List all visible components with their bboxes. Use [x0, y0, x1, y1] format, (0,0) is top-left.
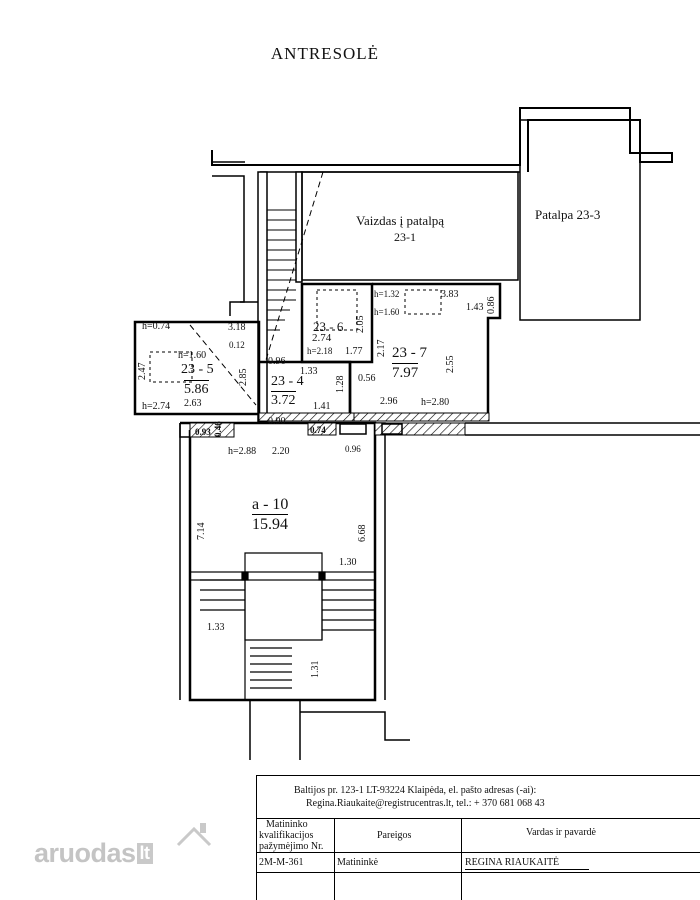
dimension-label: 2.05 — [355, 315, 366, 334]
dimension-label: 1.41 — [313, 401, 331, 412]
room-23-7-area: 7.97 — [392, 363, 419, 381]
dimension-label: 2.63 — [184, 398, 202, 409]
position-header: Pareigos — [377, 830, 412, 841]
dimension-label: 1.33 — [207, 622, 225, 633]
dimension-label: 0.90 — [268, 416, 286, 427]
cert-number: 2M-M-361 — [259, 857, 304, 868]
room-23-5-id: 23 - 5 — [181, 362, 214, 377]
dimension-label: 1.77 — [345, 346, 363, 357]
plan-title: ANTRESOLĖ — [270, 44, 380, 63]
dimension-label: 0.74 — [310, 425, 326, 435]
room-23-5-area: 5.86 — [184, 380, 209, 397]
dimension-label: h=2.74 — [142, 401, 171, 412]
watermark-house-icon — [176, 823, 212, 847]
dimension-label: h=2.18 — [307, 346, 333, 356]
dimension-label: h=1.32 — [374, 289, 400, 299]
dimension-label: h=1.60 — [178, 350, 207, 361]
dimension-label: 0.46 — [213, 421, 223, 437]
dimension-label: h=2.88 — [228, 446, 257, 457]
name-header: Vardas ir pavardė — [526, 827, 596, 838]
dimension-label: 3.83 — [441, 289, 459, 300]
dimension-label: 0.96 — [268, 356, 286, 367]
surveyor-name: REGINA RIAUKAITĖ — [465, 857, 590, 870]
dimension-label: 2.55 — [445, 355, 456, 374]
room-23-4-id: 23 - 4 — [271, 374, 304, 389]
room-23-7-id: 23 - 7 — [392, 345, 427, 361]
title-block: Baltijos pr. 123-1 LT-93224 Klaipėda, el… — [256, 775, 700, 900]
dimension-label: 1.31 — [310, 660, 321, 679]
cert-header-3: pažymėjimo Nr. — [259, 841, 324, 852]
dimension-label: 1.43 — [466, 302, 484, 313]
dimension-label: 7.14 — [196, 522, 207, 541]
dimension-label: 1.33 — [300, 366, 318, 377]
dimension-label: 0.56 — [358, 373, 376, 384]
address-line-1: Baltijos pr. 123-1 LT-93224 Klaipėda, el… — [294, 785, 537, 796]
dimension-label: 1.28 — [335, 375, 346, 394]
dimension-label: 3.18 — [228, 322, 246, 333]
dimension-label: 2.20 — [272, 446, 290, 457]
dimension-label: 6.68 — [357, 524, 368, 543]
dimension-label: 2.47 — [137, 362, 148, 381]
dimension-label: 0.96 — [345, 444, 361, 454]
dimension-label: 0.12 — [229, 340, 245, 350]
dimension-label: 2.17 — [376, 339, 387, 358]
dimension-label: 2.85 — [238, 368, 249, 387]
room-23-6-id: 23 - 6 — [313, 319, 344, 334]
dimension-label: h=0.74 — [142, 321, 171, 332]
room-a-10-id: a - 10 — [252, 496, 289, 513]
dimension-label: 0.86 — [486, 296, 497, 315]
view-area-id: 23-1 — [394, 230, 416, 244]
dimension-label: 1.30 — [339, 557, 357, 568]
position-value: Matininkė — [337, 857, 379, 868]
dimension-label: h=1.60 — [374, 307, 400, 317]
address-line-2: Regina.Riaukaite@registrucentras.lt, tel… — [306, 798, 545, 809]
room-23-6-area: 2.74 — [312, 332, 332, 344]
dimension-label: 0.93 — [195, 427, 211, 437]
cert-header-1: Matininko — [266, 819, 308, 830]
dimension-label: 2.96 — [380, 396, 398, 407]
room-a-10-area: 15.94 — [252, 514, 288, 533]
view-area-label: Vaizdas į patalpą — [356, 213, 445, 228]
dimension-label: h=2.80 — [421, 397, 450, 408]
cert-header-2: kvalifikacijos — [259, 830, 314, 841]
premise-23-3-label: Patalpa 23-3 — [535, 207, 601, 222]
room-23-4-area: 3.72 — [271, 391, 296, 408]
